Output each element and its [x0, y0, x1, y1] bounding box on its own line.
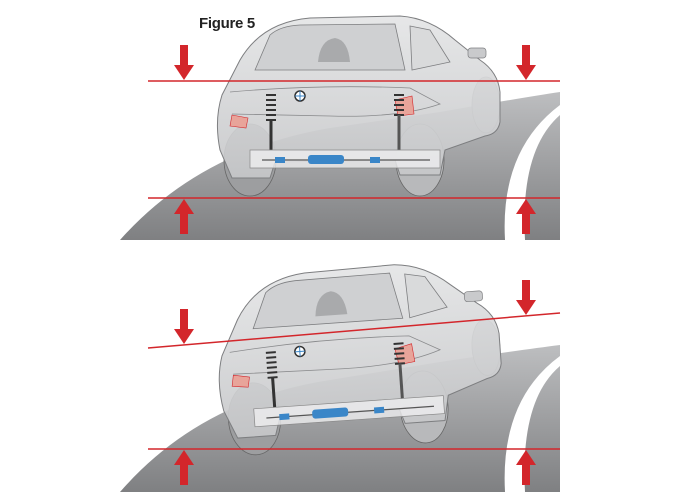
arrow-down-icon	[174, 45, 194, 80]
arrow-down-icon	[174, 309, 194, 344]
body-tilt-line	[147, 312, 561, 349]
arrow-down-icon	[516, 280, 536, 315]
panel-level-body	[120, 14, 560, 240]
figure-title: Figure 5	[199, 15, 255, 32]
road-edge-line	[504, 356, 560, 492]
arrow-down-icon	[516, 45, 536, 80]
panel-tilted-body	[120, 256, 561, 492]
road-edge-line	[504, 105, 560, 240]
